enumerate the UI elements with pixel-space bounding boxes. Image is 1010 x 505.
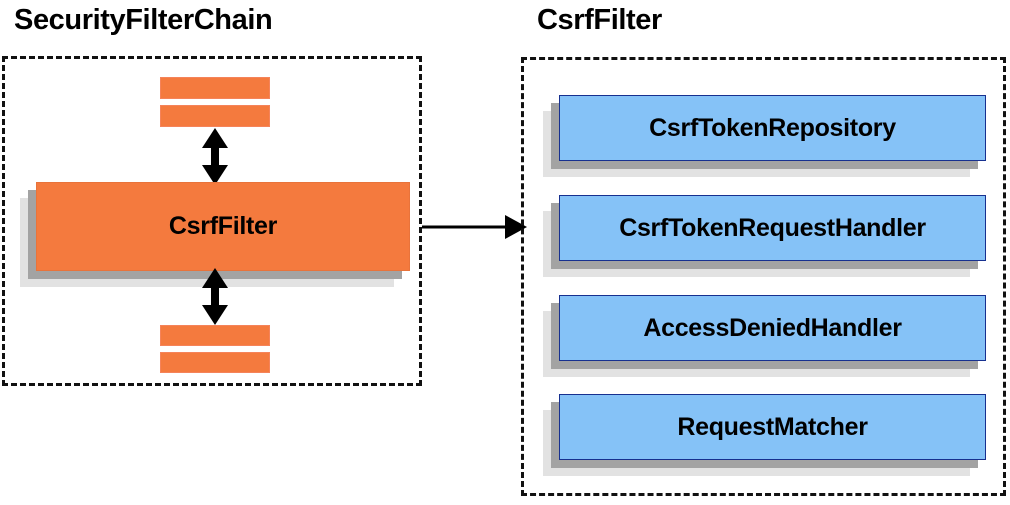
arrow-shaft [211, 282, 219, 314]
card-face: CsrfFilter [36, 182, 410, 271]
component-card-csrf-token-repository[interactable]: CsrfTokenRepository [543, 95, 986, 177]
arrow-shaft [211, 142, 219, 174]
panel-csrf-filter [521, 57, 1006, 496]
connector-shaft [422, 225, 507, 229]
arrow-head-up-icon [202, 128, 228, 148]
csrf-filter-card[interactable]: CsrfFilter [20, 182, 410, 287]
component-card-request-matcher[interactable]: RequestMatcher [543, 394, 986, 476]
panel-title-csrf-filter: CsrfFilter [537, 4, 662, 36]
component-card-access-denied-handler[interactable]: AccessDeniedHandler [543, 295, 986, 377]
panel-title-security-filter-chain: SecurityFilterChain [14, 4, 273, 36]
card-face: CsrfTokenRequestHandler [559, 195, 986, 261]
csrf-filter-card-label: CsrfFilter [168, 212, 278, 240]
arrow-head-down-icon [202, 165, 228, 185]
panel-security-filter-chain [2, 56, 422, 386]
filter-strip-top-1 [160, 77, 270, 99]
filter-strip-bottom-2 [160, 352, 270, 373]
card-face: RequestMatcher [559, 394, 986, 460]
component-card-label: AccessDeniedHandler [643, 313, 902, 342]
component-card-label: CsrfTokenRequestHandler [619, 213, 926, 242]
card-face: AccessDeniedHandler [559, 295, 986, 361]
component-card-label: RequestMatcher [677, 412, 868, 441]
component-card-csrf-token-request-handler[interactable]: CsrfTokenRequestHandler [543, 195, 986, 277]
arrow-head-up-icon [202, 268, 228, 288]
component-card-label: CsrfTokenRepository [649, 113, 896, 142]
arrow-head-down-icon [202, 305, 228, 325]
filter-strip-bottom-1 [160, 325, 270, 346]
card-face: CsrfTokenRepository [559, 95, 986, 161]
filter-strip-top-2 [160, 105, 270, 127]
